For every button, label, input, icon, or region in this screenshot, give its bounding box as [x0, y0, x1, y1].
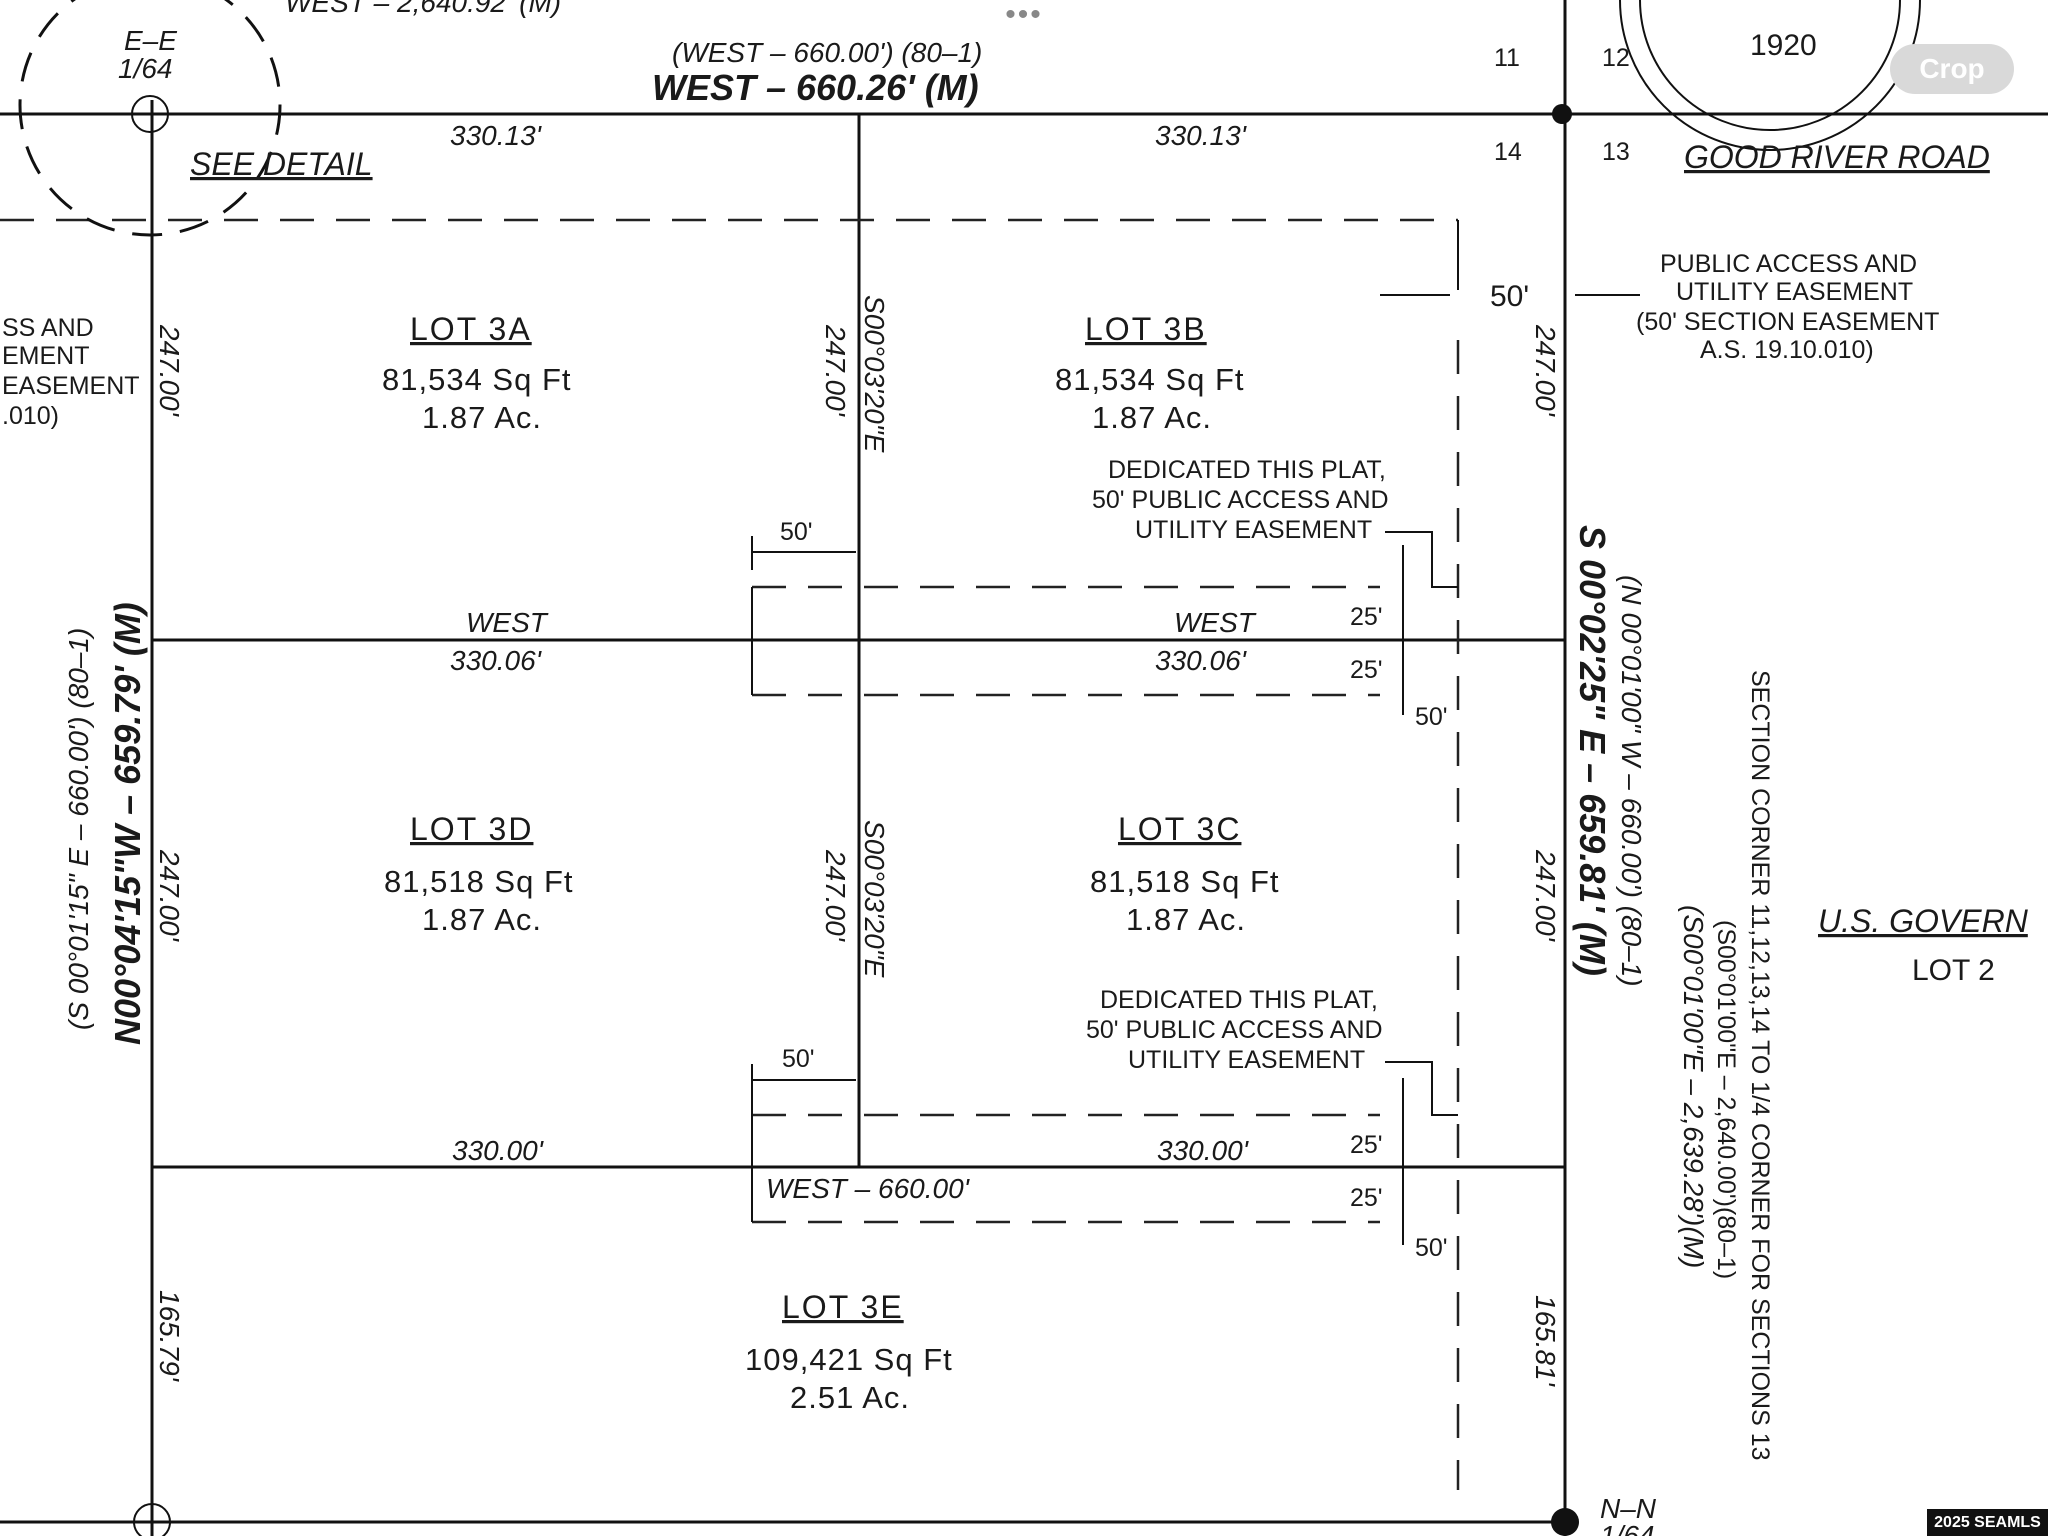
ee-corner-monument [131, 95, 169, 133]
lot-3b-sqft: 81,534 Sq Ft [1055, 362, 1245, 397]
lot-3c-sqft: 81,518 Sq Ft [1090, 864, 1280, 899]
left-easement-l4: .010) [2, 402, 59, 430]
dim-25-lower-2: 25' [1350, 1184, 1383, 1212]
crop-button[interactable]: Crop [1890, 44, 2014, 94]
lot-3a-name: LOT 3A [410, 311, 532, 347]
top-measured-bearing: WEST – 660.26' (M) [652, 67, 979, 108]
dim-50-lower-right: 50' [1415, 1234, 1448, 1262]
left-16579: 165.79' [154, 1290, 185, 1383]
dedicated-leader-lower [1385, 1061, 1458, 1116]
section-14: 14 [1494, 138, 1522, 166]
dedicated-lower-l1: DEDICATED THIS PLAT, [1100, 986, 1378, 1014]
gov-lot-line1: U.S. GOVERN [1818, 903, 2029, 939]
center-247-upper: 247.00' [820, 324, 851, 418]
copyright-badge: 2025 SEAMLS [1927, 1509, 2048, 1536]
lot-3d-name: LOT 3D [410, 811, 533, 847]
low-left-seg: 330.00' [452, 1135, 545, 1166]
right-easement-l4: A.S. 19.10.010) [1700, 336, 1874, 364]
right-easement-l1: PUBLIC ACCESS AND [1660, 250, 1917, 278]
nn-marker-line1: N–N [1600, 1493, 1657, 1524]
lot-3b-name: LOT 3B [1085, 311, 1207, 347]
section-text-l2: (S00°01'00"E – 2,640.00')(80–1) [1712, 920, 1740, 1279]
lot-3e-name: LOT 3E [782, 1289, 904, 1325]
section-text-l3: (S00°01'00"E – 2,639.28')(M) [1678, 905, 1709, 1268]
low-full-seg: WEST – 660.00' [766, 1173, 971, 1204]
ne-section-corner [1552, 104, 1572, 124]
right-easement-l3: (50' SECTION EASEMENT [1636, 308, 1939, 336]
dim-50-upper-right: 50' [1415, 703, 1448, 731]
lot-3c-name: LOT 3C [1118, 811, 1241, 847]
right-bearing: S 00°02'25" E – 659.81' (M) [1572, 525, 1613, 976]
see-detail-label: SEE DETAIL [190, 146, 373, 182]
center-247-lower: 247.00' [820, 849, 851, 943]
section-13: 13 [1602, 138, 1630, 166]
dim-50-lower-label: 50' [782, 1045, 815, 1073]
dedicated-lower-l3: UTILITY EASEMENT [1128, 1046, 1365, 1074]
seal-year: 1920 [1750, 29, 1817, 62]
right-record-bearing: (N 00°01'00" W – 660.00') (80–1) [1616, 575, 1647, 987]
right-247-upper: 247.00' [1530, 324, 1561, 418]
mid-west-left: WEST [466, 607, 549, 638]
dim-50-upper-label: 50' [780, 518, 813, 546]
road-name: GOOD RIVER ROAD [1684, 139, 1990, 175]
top-right-segment: 330.13' [1155, 120, 1248, 151]
se-corner-monument [1551, 1508, 1579, 1536]
left-247-upper: 247.00' [154, 324, 185, 418]
section-12: 12 [1602, 44, 1630, 72]
more-options-button[interactable]: ••• [1005, 0, 1043, 31]
dedicated-upper-l1: DEDICATED THIS PLAT, [1108, 456, 1386, 484]
ee-marker-line2: 1/64 [118, 53, 173, 84]
dim-25-lower-1: 25' [1350, 1131, 1383, 1159]
mid-right-seg: 330.06' [1155, 645, 1248, 676]
dedicated-leader-upper [1385, 531, 1458, 588]
ee-marker-line1: E–E [124, 25, 177, 56]
nn-marker-line2: 1/64 [1600, 1520, 1655, 1536]
mid-west-right: WEST [1174, 607, 1257, 638]
sw-corner-monument [133, 1503, 171, 1536]
lot-3a: LOT 3A 81,534 Sq Ft 1.87 Ac. [382, 311, 572, 435]
dedicated-upper-l2: 50' PUBLIC ACCESS AND [1092, 486, 1389, 514]
left-bearing: N00°04'15"W – 659.79' (M) [107, 602, 148, 1045]
lot-3a-sqft: 81,534 Sq Ft [382, 362, 572, 397]
lot-3b-acres: 1.87 Ac. [1092, 400, 1212, 435]
right-16581: 165.81' [1530, 1295, 1561, 1388]
lot-3e-acres: 2.51 Ac. [790, 1380, 910, 1415]
dim-25-upper-1: 25' [1350, 603, 1383, 631]
right-247-lower: 247.00' [1530, 849, 1561, 943]
center-bearing-upper: S00°03'20"E [859, 295, 890, 453]
left-easement-l1: SS AND [2, 314, 94, 342]
lot-3d-acres: 1.87 Ac. [422, 902, 542, 937]
lot-3b: LOT 3B 81,534 Sq Ft 1.87 Ac. [1055, 311, 1245, 435]
dim-25-upper-2: 25' [1350, 656, 1383, 684]
right-easement-l2: UTILITY EASEMENT [1676, 278, 1913, 306]
section-text-l1: SECTION CORNER 11,12,13,14 TO 1/4 CORNER… [1746, 670, 1774, 1461]
section-11: 11 [1494, 44, 1520, 72]
ee-detail-circle [18, 0, 282, 237]
left-record-bearing: (S 00°01'15" E – 660.00') (80–1) [63, 628, 94, 1030]
left-247-lower: 247.00' [154, 849, 185, 943]
dedicated-lower-l2: 50' PUBLIC ACCESS AND [1086, 1016, 1383, 1044]
top-record-bearing: (WEST – 660.00') (80–1) [672, 37, 982, 68]
lot-3c-acres: 1.87 Ac. [1126, 902, 1246, 937]
left-easement-l3: EASEMENT [2, 372, 140, 400]
low-right-seg: 330.00' [1157, 1135, 1250, 1166]
left-easement-l2: EMENT [2, 342, 90, 370]
lot-3a-acres: 1.87 Ac. [422, 400, 542, 435]
top-left-segment: 330.13' [450, 120, 543, 151]
lot-3e-sqft: 109,421 Sq Ft [745, 1342, 953, 1377]
gov-lot-line2: LOT 2 [1912, 954, 1995, 987]
lot-3c: LOT 3C 81,518 Sq Ft 1.87 Ac. [1090, 811, 1280, 937]
partial-top-bearing: WEST – 2,640.92' (M) [285, 0, 561, 18]
dedicated-upper-l3: UTILITY EASEMENT [1135, 516, 1372, 544]
lot-3d-sqft: 81,518 Sq Ft [384, 864, 574, 899]
surveyor-seal-inner [1639, 0, 1901, 131]
dim-50-top-label: 50' [1490, 280, 1529, 313]
lot-3d: LOT 3D 81,518 Sq Ft 1.87 Ac. [384, 811, 574, 937]
lot-3e: LOT 3E 109,421 Sq Ft 2.51 Ac. [745, 1289, 953, 1415]
mid-left-seg: 330.06' [450, 645, 543, 676]
center-bearing-lower: S00°03'20"E [859, 820, 890, 978]
